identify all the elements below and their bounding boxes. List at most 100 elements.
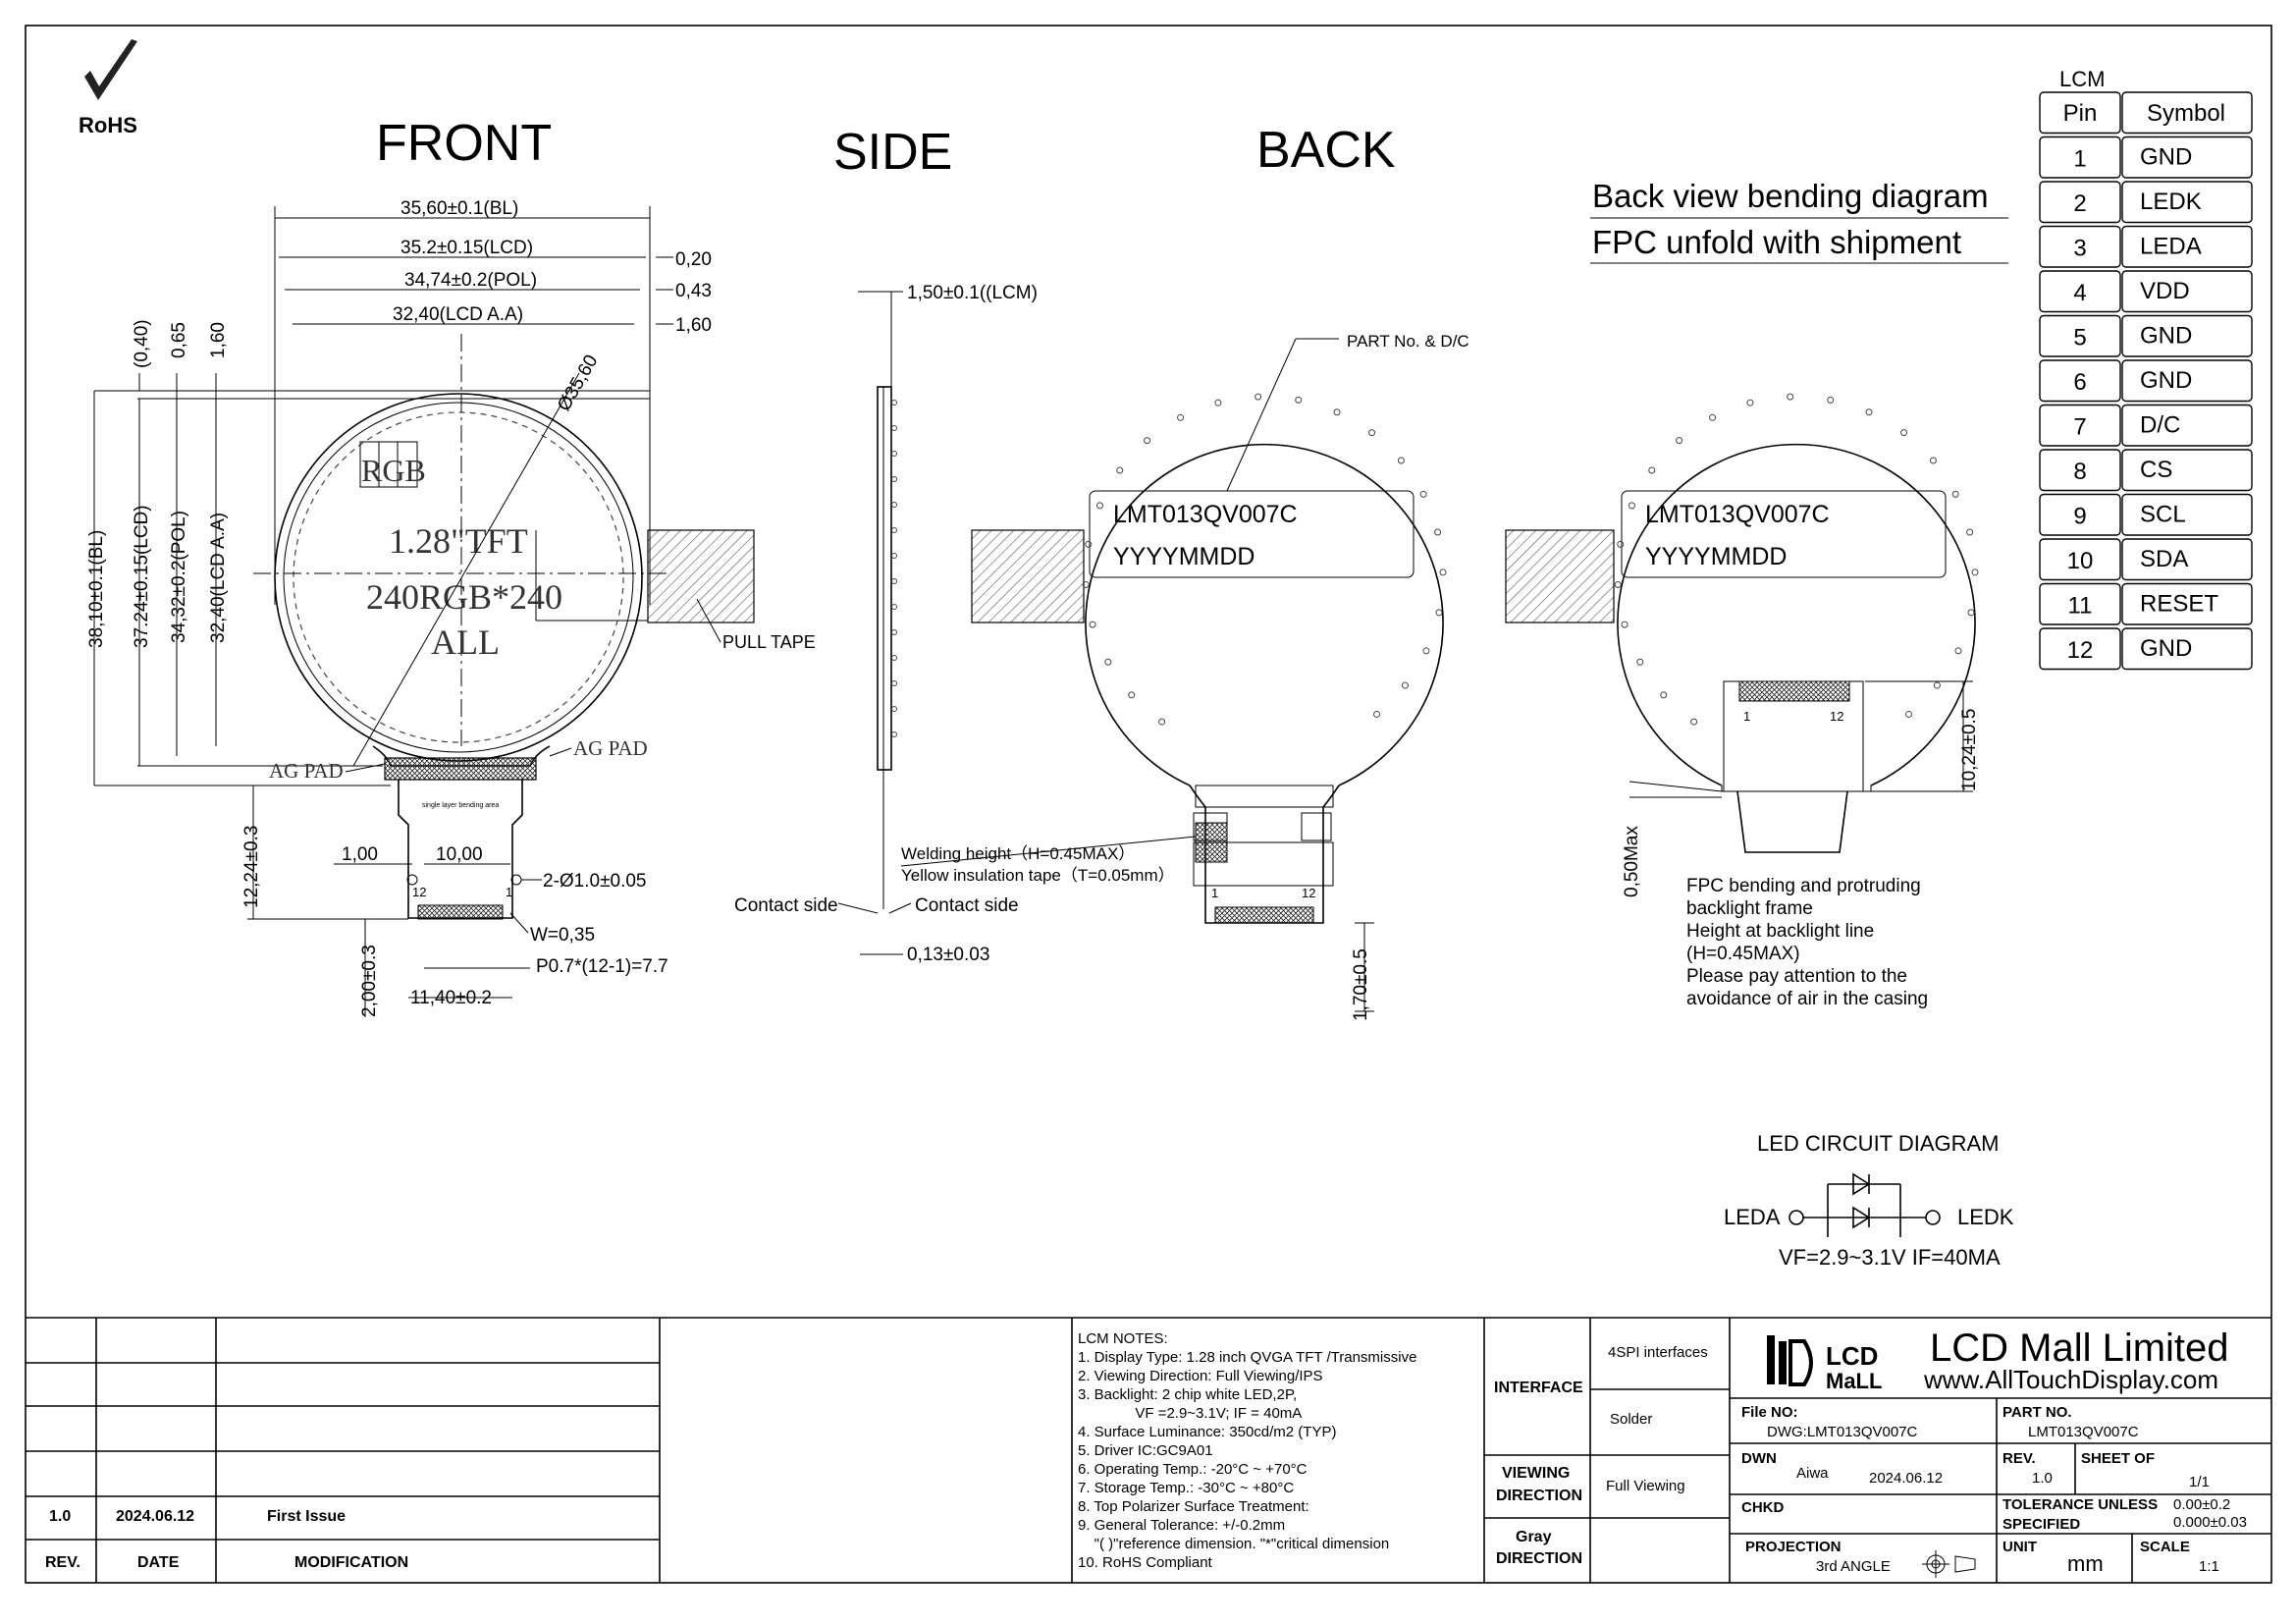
tolerance-2: 0.000±0.03 [2173,1514,2247,1531]
dim-bl-height: 38,10±0.1(BL) [86,530,107,648]
note-line: LCM NOTES: [1078,1330,1168,1347]
note-line: 9. General Tolerance: +/-0.2mm [1078,1517,1285,1534]
edge-bump [1095,502,1103,510]
sheet-value: 1/1 [2189,1474,2210,1490]
date-header: DATE [137,1554,180,1571]
edge-bump [1676,437,1683,445]
resolution-label: 240RGB*240 [366,577,562,617]
bending-view: 1 12 LMT013QV007C YYYYMMDD 10,24±0.5 0,5… [1505,443,1980,1009]
width-035: W=0,35 [530,925,595,946]
ag-pad-right: AG PAD [573,736,648,760]
part-no-label: PART NO. [2002,1404,2072,1421]
edge-bump [1827,396,1835,404]
rgb-label: RGB [361,453,426,488]
back-date-code: YYYYMMDD [1113,543,1255,570]
note-line: FPC bending and protruding [1686,876,1921,896]
edge-bump [1089,621,1096,628]
edge-bump [1660,691,1668,699]
company-website: www.AllTouchDisplay.com [1923,1365,2218,1394]
pin-header: Pin [2063,100,2098,127]
dwn-label: DWN [1741,1450,1777,1467]
pin-number-cell [2039,359,2121,403]
front-pin1: 1 [506,885,512,899]
pin-number-cell [2039,314,2121,357]
edge-bump [1255,393,1262,401]
pin-number-cell [2039,538,2121,581]
edge-bump [1085,540,1093,548]
edge-bump [891,502,897,508]
side-thickness: 0,13±0.03 [907,945,989,965]
side-view: 1,50±0.1((LCM) Contact side Contact side… [734,283,1038,965]
dim-aa-width: 32,40(LCD A.A) [393,304,523,325]
dim-1140: 11,40±0.2 [410,988,492,1008]
back-view: 1 12 LMT013QV007C YYYYMMDD PART No. & D/… [900,332,1469,1021]
pin-symbol-cell [2121,314,2253,357]
chkd-label: CHKD [1741,1499,1784,1516]
note-line: 5. Driver IC:GC9A01 [1078,1442,1213,1459]
scale-label: SCALE [2140,1539,2190,1555]
edge-bump [1214,399,1222,406]
edge-bump [1967,609,1975,617]
dwn-date: 2024.06.12 [1869,1470,1943,1487]
pin-number: 9 [2073,504,2086,530]
dim-lcd-height: 37.24±0.15(LCD) [132,505,152,648]
dim-1024: 10,24±0.5 [1959,709,1980,791]
pin-symbol: VDD [2140,278,2190,304]
edge-bump [1900,429,1908,437]
pin-symbol: SDA [2140,546,2188,572]
edge-bump [1295,396,1303,404]
edge-bump [891,476,897,482]
pin-symbol: LEDK [2140,189,2202,215]
edge-bump [1746,399,1754,406]
pin-symbol: SCL [2140,502,2186,528]
edge-bump [1177,413,1185,421]
viewing-value: Full Viewing [1606,1478,1685,1494]
dwn-value: Aiwa [1796,1465,1829,1482]
note-line: 1. Display Type: 1.28 inch QVGA TFT /Tra… [1078,1349,1416,1366]
scale-value: 1:1 [2199,1558,2219,1575]
pin-symbol-cell [2121,359,2253,403]
edge-bump [1709,413,1717,421]
modification-header: MODIFICATION [294,1554,408,1571]
edge-bump [1636,658,1644,666]
pin-symbol-cell [2121,135,2253,179]
edge-bump [1954,647,1962,655]
title-block: 1.0 2024.06.12 First Issue REV. DATE MOD… [26,1317,2271,1583]
rev-modification: First Issue [267,1508,346,1525]
back-pin12: 12 [1302,886,1315,900]
diameter-label: Ø35,60 [554,352,602,414]
note-line: 2. Viewing Direction: Full Viewing/IPS [1078,1368,1323,1384]
pin-symbol: LEDA [2140,234,2202,260]
tb-rev-label: REV. [2002,1450,2036,1467]
pin-pitch: P0.7*(12-1)=7.7 [536,956,668,977]
pin-number-cell [2039,181,2121,224]
all-label: ALL [431,623,500,662]
dim-040: (0,40) [132,319,152,368]
symbol-header-cell [2121,91,2253,135]
note-line: 3. Backlight: 2 chip white LED,2P, [1078,1386,1297,1403]
front-view: single layer bending area 12 1 RGB 1.28"… [86,198,816,1017]
bend-part-no: LMT013QV007C [1645,501,1830,528]
edge-bump [1333,408,1341,416]
edge-bump [1865,408,1873,416]
tolerance-1: 0.00±0.2 [2173,1496,2230,1513]
bend-pin1: 1 [1743,709,1750,724]
rev-value: 1.0 [49,1508,71,1525]
pull-tape [647,529,755,623]
edge-bump [891,604,897,610]
edge-bump [1422,647,1430,655]
pin-number: 7 [2073,414,2086,441]
edge-bump [891,706,897,712]
edge-bump [1905,710,1913,718]
edge-bump [1971,568,1979,576]
pin-symbol-cell [2121,404,2253,447]
front-view-title: FRONT [376,115,552,172]
tb-rev: 1.0 [2032,1470,2053,1487]
offset-020: 0,20 [675,249,712,270]
pin-number-cell [2039,493,2121,536]
projection-label: PROJECTION [1745,1539,1842,1555]
note-line: "( )"reference dimension. "*"critical di… [1078,1536,1389,1552]
pin-symbol-cell [2121,181,2253,224]
side-lcm-dim: 1,50±0.1((LCM) [907,283,1038,303]
